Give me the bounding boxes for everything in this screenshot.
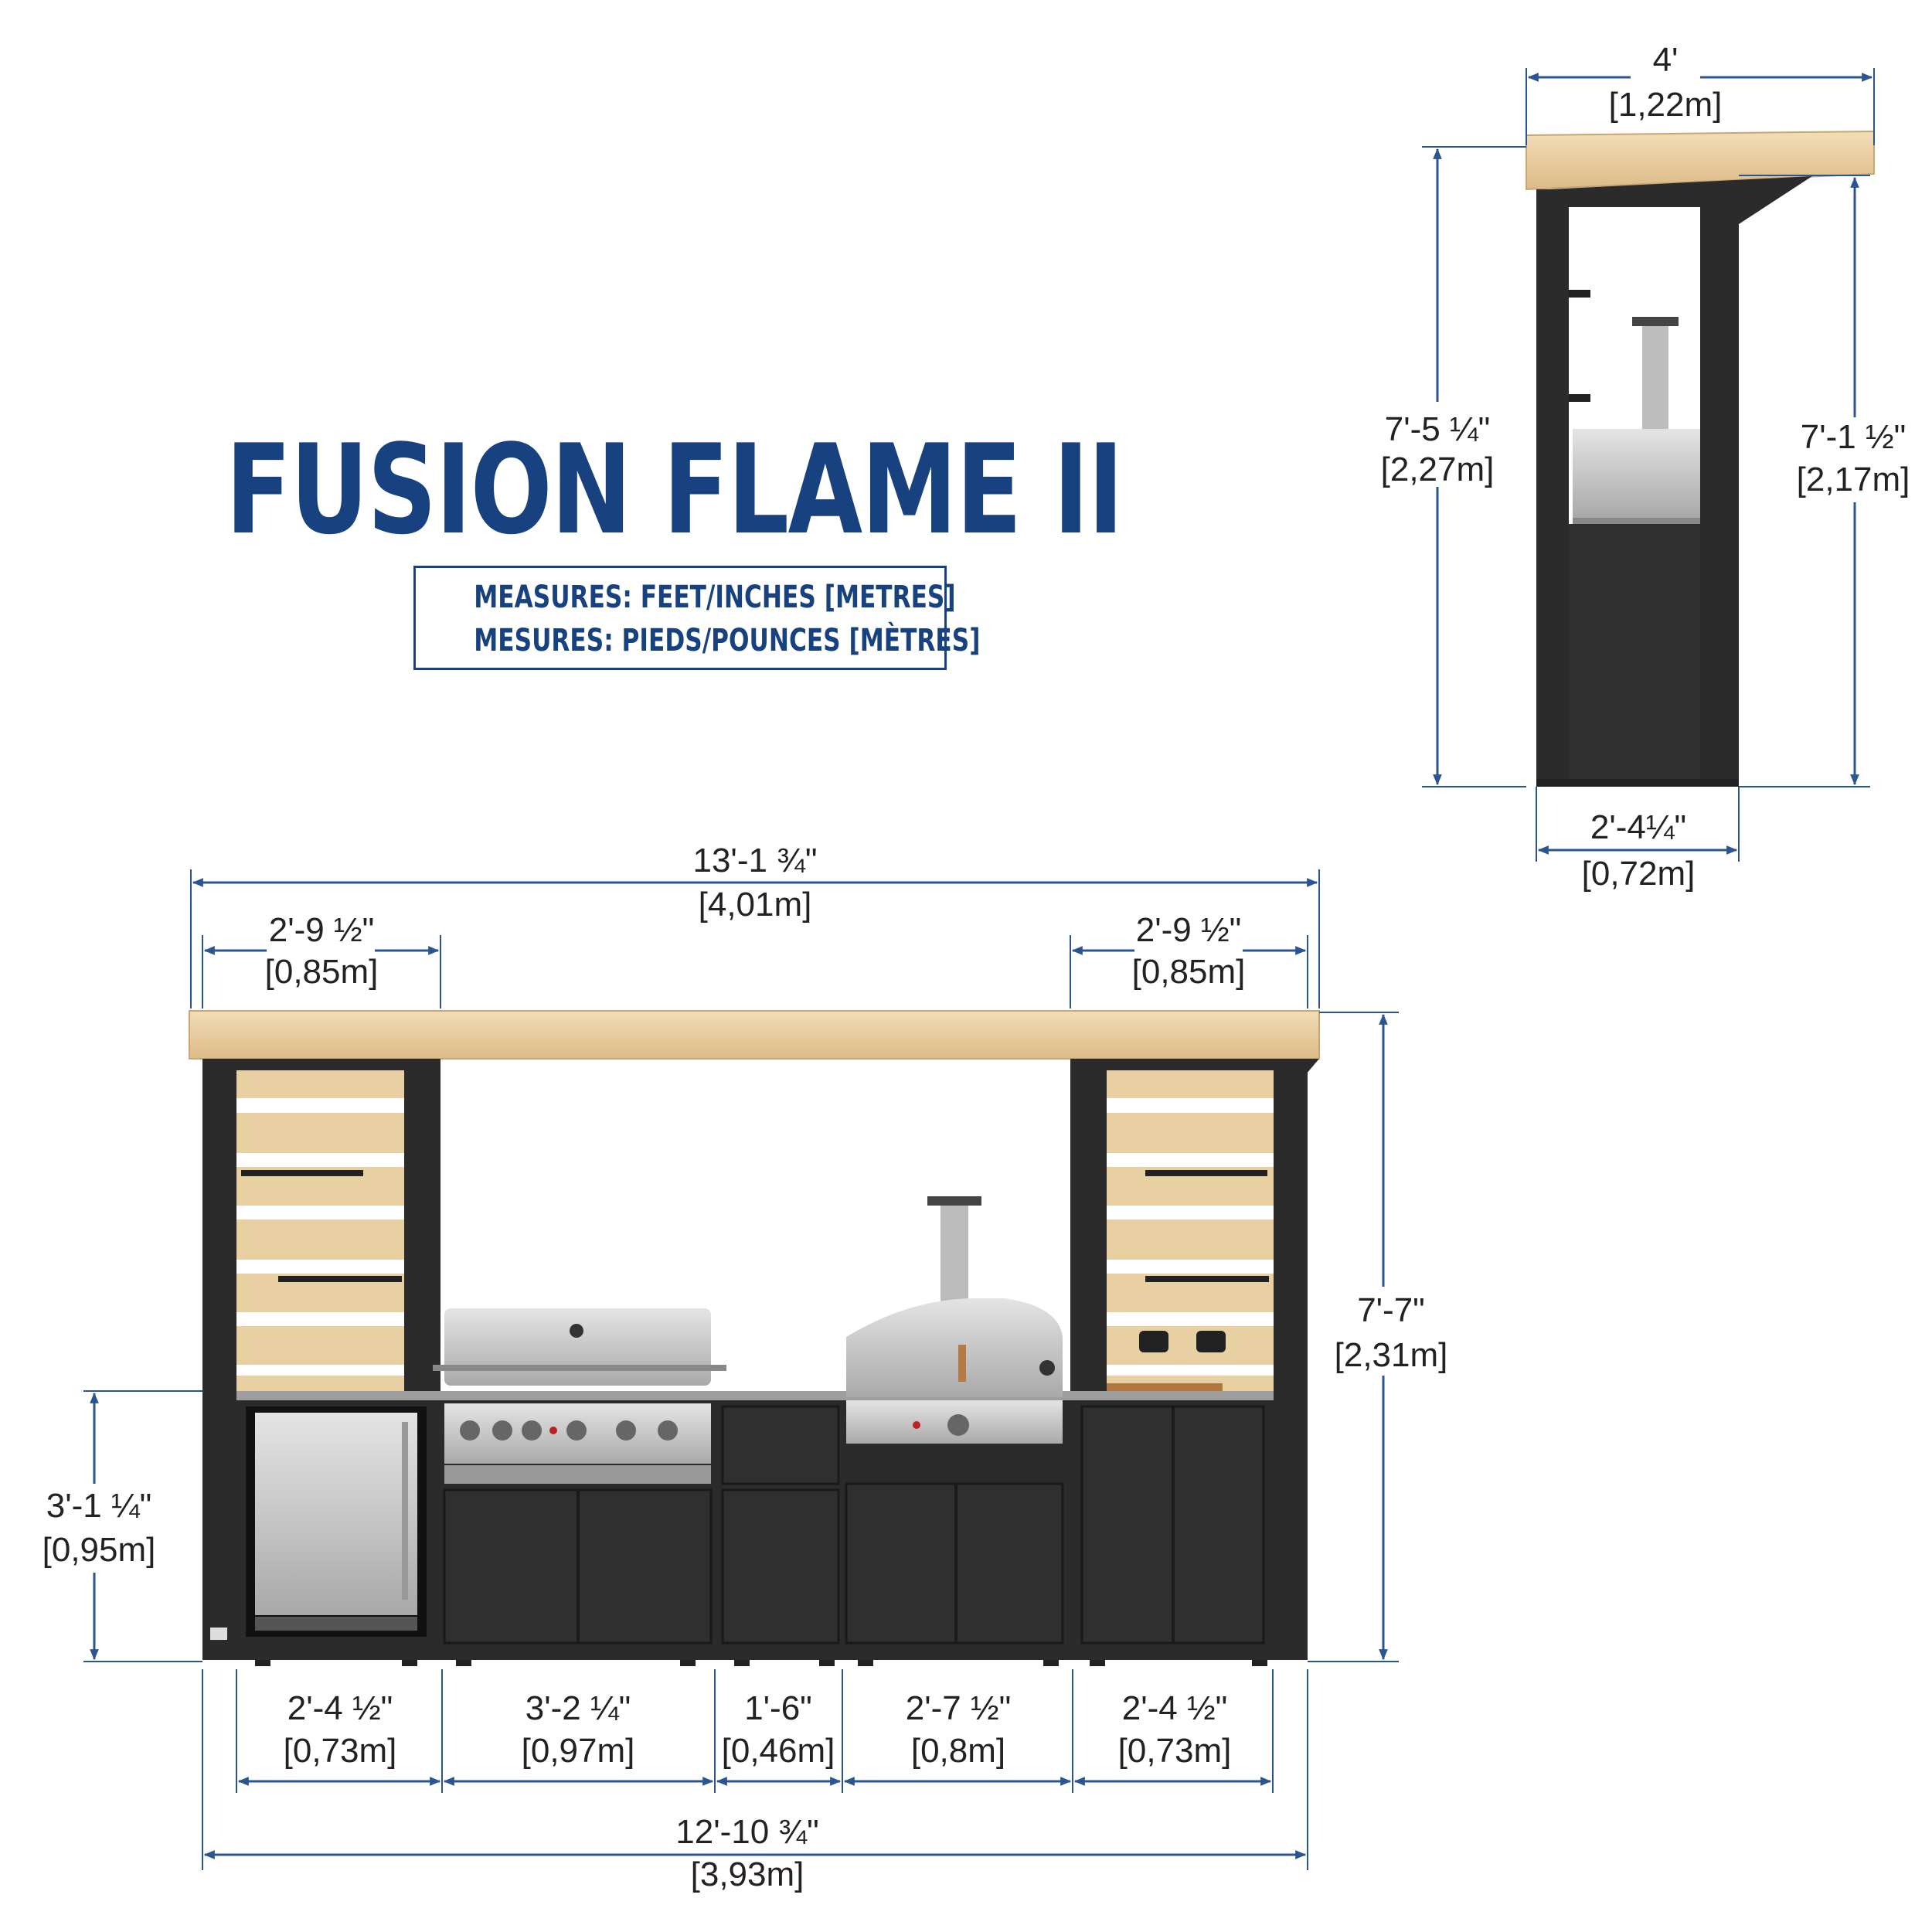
svg-text:[2,27m]: [2,27m] xyxy=(1381,451,1495,488)
units-legend-english: MEASURES: FEET/INCHES [METRES] xyxy=(474,580,956,615)
right-shelf-upper xyxy=(1145,1170,1267,1176)
side-shelf-lower xyxy=(1569,394,1590,402)
fridge-module xyxy=(210,1406,427,1640)
svg-text:[0,72m]: [0,72m] xyxy=(1582,855,1696,893)
front-overall-width-label: 13'-1 ¾" [4,01m] xyxy=(692,842,817,923)
svg-text:2'-9 ½": 2'-9 ½" xyxy=(269,911,375,949)
countertop xyxy=(236,1391,1274,1400)
cabinet-module xyxy=(1080,1405,1265,1645)
svg-text:[4,01m]: [4,01m] xyxy=(699,886,812,923)
svg-text:3'-2 ¼": 3'-2 ¼" xyxy=(526,1689,631,1727)
side-total-height-label: 7'-5 ¼" [2,27m] xyxy=(1376,402,1499,488)
left-shelf-lower xyxy=(278,1276,402,1282)
module-cabinet-label: 2'-4 ½" [0,73m] xyxy=(1118,1689,1232,1770)
grill-module xyxy=(433,1308,726,1645)
right-panel-width-label: 2'-9 ½" [0,85m] xyxy=(1132,911,1246,991)
svg-text:7'-7": 7'-7" xyxy=(1357,1291,1425,1329)
svg-text:[3,93m]: [3,93m] xyxy=(691,1855,804,1893)
svg-text:13'-1 ¾": 13'-1 ¾" xyxy=(692,842,817,879)
side-roof xyxy=(1526,130,1875,191)
side-oven xyxy=(1573,429,1700,518)
side-counter xyxy=(1573,518,1700,524)
module-drawer-label: 1'-6" [0,46m] xyxy=(722,1689,835,1770)
svg-text:[0,46m]: [0,46m] xyxy=(722,1732,835,1770)
svg-text:12'-10 ¾": 12'-10 ¾" xyxy=(675,1813,818,1851)
right-slats xyxy=(1107,1070,1274,1391)
mitt-left xyxy=(1139,1331,1168,1352)
dimension-labels: 4' [1,22m] 7'-5 ¼" [2,27m] 7'-1 ½" [2,17… xyxy=(35,40,1915,1893)
svg-text:[0,73m]: [0,73m] xyxy=(1118,1732,1232,1770)
right-panel-top xyxy=(1070,1059,1308,1071)
svg-text:2'-4 ½": 2'-4 ½" xyxy=(1122,1689,1228,1727)
feet xyxy=(255,1660,1267,1666)
left-panel-top xyxy=(202,1059,440,1071)
left-shelf-upper xyxy=(241,1170,363,1176)
svg-text:[1,22m]: [1,22m] xyxy=(1609,86,1723,124)
side-shelf-upper xyxy=(1569,290,1590,298)
side-post-height-label: 7'-1 ½" [2,17m] xyxy=(1791,417,1915,502)
svg-text:[2,17m]: [2,17m] xyxy=(1797,461,1910,498)
svg-text:2'-7 ½": 2'-7 ½" xyxy=(906,1689,1012,1727)
svg-text:2'-4¼": 2'-4¼" xyxy=(1590,808,1686,846)
svg-text:[2,31m]: [2,31m] xyxy=(1335,1336,1448,1374)
pizza-oven-module xyxy=(845,1196,1064,1645)
front-view xyxy=(189,1010,1320,1666)
side-roof-bracket xyxy=(1549,176,1812,224)
side-base xyxy=(1536,779,1739,787)
svg-text:3'-1 ¼": 3'-1 ¼" xyxy=(46,1487,152,1525)
svg-text:1'-6": 1'-6" xyxy=(744,1689,812,1727)
left-slats xyxy=(236,1070,404,1391)
roof-beam xyxy=(189,1010,1320,1060)
side-post-rear xyxy=(1536,189,1569,784)
mitt-right xyxy=(1196,1331,1226,1352)
counter-height-label: 3'-1 ¼" [0,95m] xyxy=(35,1484,158,1573)
page-title: FUSION FLAME II xyxy=(225,417,1124,562)
side-chimney-cap xyxy=(1632,317,1679,326)
base-width-label: 12'-10 ¾" [3,93m] xyxy=(675,1813,818,1893)
module-pizza-oven-label: 2'-7 ½" [0,8m] xyxy=(906,1689,1012,1770)
side-chimney xyxy=(1642,325,1668,429)
left-post-inner xyxy=(404,1059,440,1391)
side-roof-depth-label: 4' [1,22m] xyxy=(1609,40,1723,124)
svg-text:2'-9 ½": 2'-9 ½" xyxy=(1136,911,1242,949)
drawer-module xyxy=(721,1405,840,1645)
units-legend: MEASURES: FEET/INCHES [METRES] MESURES: … xyxy=(413,566,980,670)
svg-text:2'-4 ½": 2'-4 ½" xyxy=(287,1689,393,1727)
side-post-front xyxy=(1700,207,1739,784)
right-shelf-lower xyxy=(1145,1276,1269,1282)
svg-text:[0,85m]: [0,85m] xyxy=(1132,953,1246,991)
svg-text:7'-1 ½": 7'-1 ½" xyxy=(1801,418,1906,456)
svg-text:7'-5 ¼": 7'-5 ¼" xyxy=(1385,410,1491,448)
svg-text:[0,73m]: [0,73m] xyxy=(284,1732,397,1770)
svg-text:[0,85m]: [0,85m] xyxy=(265,953,379,991)
svg-text:[0,8m]: [0,8m] xyxy=(911,1732,1005,1770)
left-panel-width-label: 2'-9 ½" [0,85m] xyxy=(265,911,379,991)
svg-text:[0,95m]: [0,95m] xyxy=(43,1531,156,1569)
right-post-inner xyxy=(1070,1059,1107,1391)
svg-text:4': 4' xyxy=(1653,41,1679,79)
cutting-board xyxy=(1107,1383,1223,1393)
svg-text:[0,97m]: [0,97m] xyxy=(522,1732,635,1770)
total-height-label: 7'-7" [2,31m] xyxy=(1333,1287,1447,1376)
side-base-depth-label: 2'-4¼" [0,72m] xyxy=(1582,808,1696,893)
module-grill-label: 3'-2 ¼" [0,97m] xyxy=(522,1689,635,1770)
module-fridge-label: 2'-4 ½" [0,73m] xyxy=(284,1689,397,1770)
side-cabinet xyxy=(1569,524,1700,779)
